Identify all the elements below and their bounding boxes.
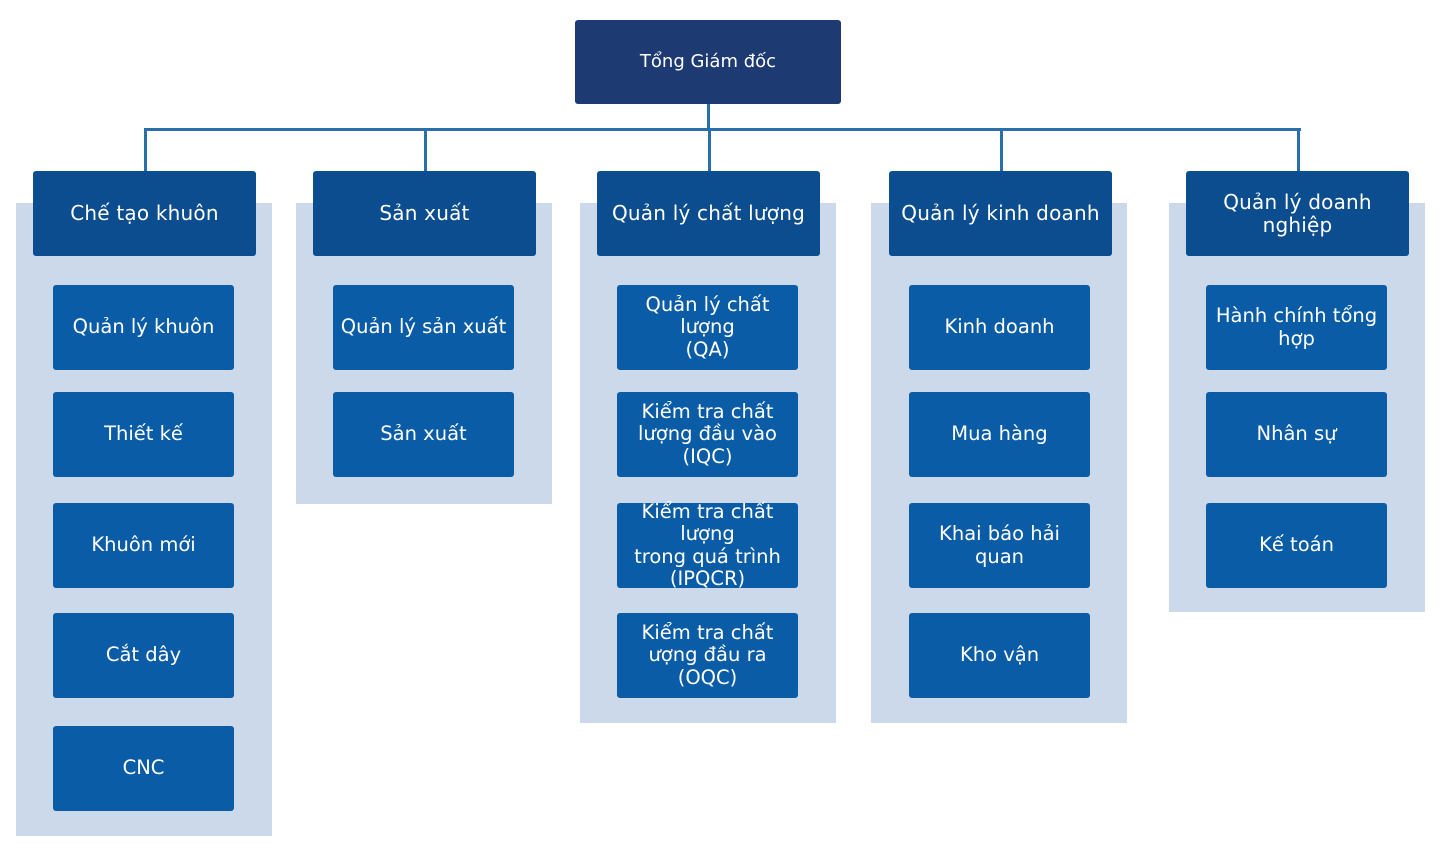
- connector-drop-1: [144, 131, 147, 171]
- connector-drop-5: [1297, 131, 1300, 171]
- dept-4-unit-1: Kinh doanh: [909, 285, 1090, 370]
- dept-head-5: Quản lý doanh nghiệp: [1186, 171, 1409, 256]
- dept-4-unit-2: Mua hàng: [909, 392, 1090, 477]
- dept-3-unit-4: Kiểm tra chất ượng đầu ra (OQC): [617, 613, 798, 698]
- dept-1-unit-5: CNC: [53, 726, 234, 811]
- dept-1-unit-1: Quản lý khuôn: [53, 285, 234, 370]
- dept-head-4: Quản lý kinh doanh: [889, 171, 1112, 256]
- connector-drop-4: [1000, 131, 1003, 171]
- connector-root-stem: [707, 104, 710, 131]
- connector-drop-2: [424, 131, 427, 171]
- connector-drop-3: [708, 131, 711, 171]
- dept-5-unit-1: Hành chính tổng hợp: [1206, 285, 1387, 370]
- dept-1-unit-4: Cắt dây: [53, 613, 234, 698]
- dept-2-unit-2: Sản xuất: [333, 392, 514, 477]
- dept-3-unit-1: Quản lý chất lượng (QA): [617, 285, 798, 370]
- dept-3-unit-2: Kiểm tra chất lượng đầu vào (IQC): [617, 392, 798, 477]
- dept-5-unit-3: Kế toán: [1206, 503, 1387, 588]
- dept-4-unit-4: Kho vận: [909, 613, 1090, 698]
- dept-head-1: Chế tạo khuôn: [33, 171, 256, 256]
- dept-1-unit-2: Thiết kế: [53, 392, 234, 477]
- dept-3-unit-3: Kiểm tra chất lượng trong quá trình (IPQ…: [617, 500, 798, 590]
- root-node-ceo: Tổng Giám đốc: [575, 20, 841, 104]
- dept-head-3: Quản lý chất lượng: [597, 171, 820, 256]
- dept-4-unit-3: Khai báo hải quan: [909, 503, 1090, 588]
- dept-2-unit-1: Quản lý sản xuất: [333, 285, 514, 370]
- dept-1-unit-3: Khuôn mới: [53, 503, 234, 588]
- dept-5-unit-2: Nhân sự: [1206, 392, 1387, 477]
- dept-head-2: Sản xuất: [313, 171, 536, 256]
- connector-horizontal-bar: [144, 128, 1301, 131]
